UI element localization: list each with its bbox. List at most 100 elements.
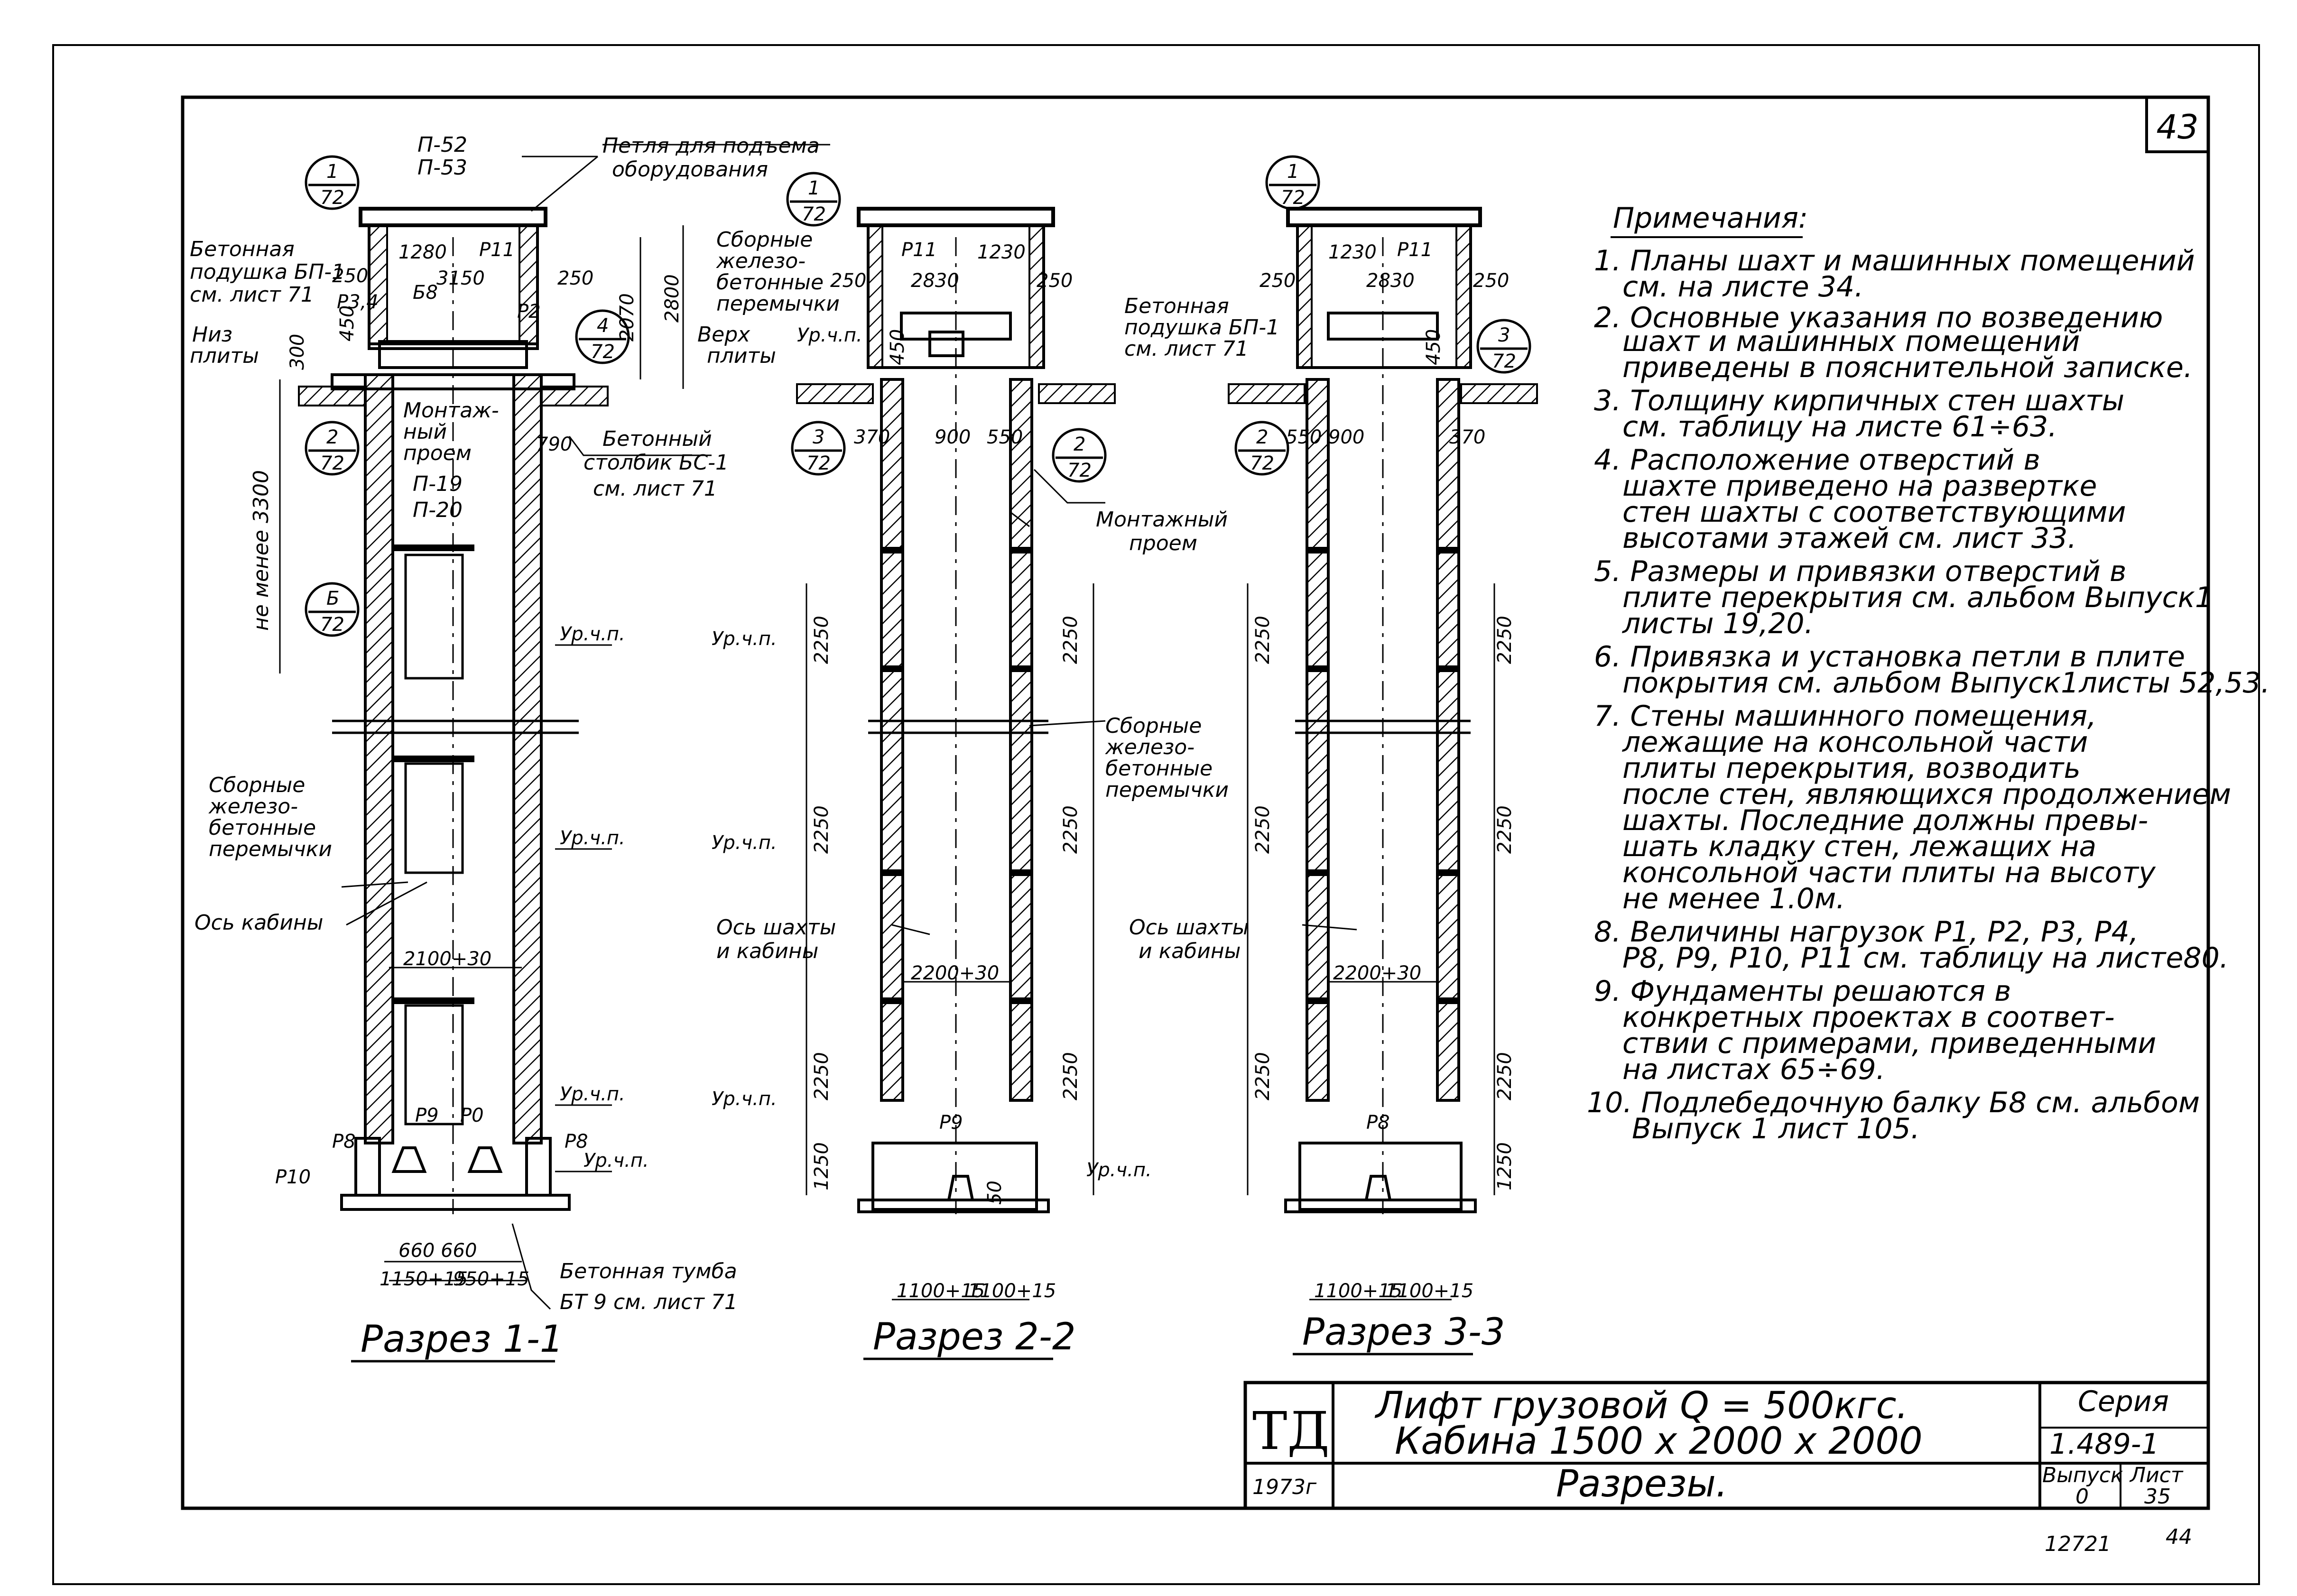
s2-dim-2200: 2200+30 bbox=[911, 962, 999, 984]
series-value: 1.489-1 bbox=[2049, 1428, 2159, 1461]
note-4-line-3: стен шахты с соответствующими bbox=[1622, 496, 2126, 529]
s2-dim-2250-b: 2250 bbox=[1060, 616, 1082, 664]
label-p8-right: P8 bbox=[565, 1131, 588, 1153]
s2-dim-450: 450 bbox=[887, 329, 908, 365]
note-7-line-3: плиты перекрытия, возводить bbox=[1622, 752, 2081, 785]
callout-b-num: Б bbox=[326, 588, 339, 609]
s3-callout-2-sheet: 72 bbox=[1250, 452, 1274, 474]
s3-dim-2250-a: 2250 bbox=[1252, 616, 1274, 664]
sheet-border bbox=[52, 44, 2260, 1585]
note-5-line-3: листы 19,20. bbox=[1622, 607, 1814, 640]
s2-lintels-top-2: железо- bbox=[716, 249, 806, 273]
section-3-3 bbox=[1228, 155, 1538, 1301]
label-pedestal-2: БТ 9 см. лист 71 bbox=[560, 1290, 738, 1314]
title-logo: ТД bbox=[1252, 1401, 1330, 1461]
notes-block: Примечания: 1. Планы шахт и машинных пом… bbox=[1587, 202, 2270, 1145]
note-2-line-2: шахт и машинных помещений bbox=[1622, 325, 2080, 358]
callout-2-num: 2 bbox=[326, 426, 338, 448]
s2-lintels-mid-4: перемычки bbox=[1105, 778, 1229, 802]
s2-label-p11: P11 bbox=[901, 239, 937, 261]
s3-dim-1100-a: 1100+15 bbox=[1314, 1280, 1402, 1302]
label-p19: П-19 bbox=[413, 472, 463, 496]
s2-dim-1230: 1230 bbox=[977, 241, 1026, 263]
section-1-1-title: Разрез 1-1 bbox=[361, 1318, 563, 1361]
note-2-line-3: приведены в пояснительной записке. bbox=[1622, 351, 2193, 384]
note-7-line-5: шахты. Последние должны превы- bbox=[1622, 804, 2148, 837]
callout-1-num-a: 1 bbox=[326, 161, 338, 183]
s2-montazh-1: Монтажный bbox=[1096, 507, 1228, 532]
s3-axis-1: Ось шахты bbox=[1129, 915, 1249, 940]
note-7-line-4: после стен, являющихся продолжением bbox=[1622, 778, 2231, 811]
callout-b-sheet: 72 bbox=[320, 614, 344, 636]
label-montazh-2: ный bbox=[403, 420, 447, 444]
s2-lintels-top-1: Сборные bbox=[716, 228, 813, 252]
s2-montazh-2: проем bbox=[1129, 531, 1197, 555]
note-5-line-2: плите перекрытия см. альбом Выпуск1 bbox=[1622, 581, 2213, 614]
s2-dim-550: 550 bbox=[987, 426, 1023, 448]
s3-dim-2250-d: 2250 bbox=[1494, 805, 1516, 854]
s3-dim-1250: 1250 bbox=[1494, 1142, 1516, 1190]
s2-dim-2250-e: 2250 bbox=[811, 1052, 833, 1100]
note-3-line-2: см. таблицу на листе 61÷63. bbox=[1622, 410, 2057, 443]
label-lintels-2: железо- bbox=[208, 794, 298, 819]
s3-dim-2830: 2830 bbox=[1366, 270, 1415, 292]
label-urchp-c: Ур.ч.п. bbox=[560, 1083, 625, 1105]
s2-dim-1100-b: 1100+15 bbox=[968, 1280, 1056, 1302]
s2-dim-2250-d: 2250 bbox=[1060, 805, 1082, 854]
note-2-line-1: 2. Основные указания по возведению bbox=[1594, 301, 2163, 334]
issue-value: 0 bbox=[2075, 1485, 2089, 1509]
callout-1-sheet-a: 72 bbox=[320, 187, 344, 209]
label-lintels-4: перемычки bbox=[209, 837, 332, 861]
note-9-line-4: на листах 65÷69. bbox=[1622, 1053, 1885, 1086]
s3-dim-2250-e: 2250 bbox=[1252, 1052, 1274, 1100]
s3-dim-2200: 2200+30 bbox=[1333, 962, 1421, 984]
shaft-wall-left-1 bbox=[364, 373, 394, 1144]
label-urchp-b: Ур.ч.п. bbox=[560, 827, 625, 849]
note-9-line-2: конкретных проектах в соответ- bbox=[1622, 1001, 2115, 1034]
note-6-line-1: 6. Привязка и установка петли в плите bbox=[1594, 640, 2185, 673]
note-7-line-2: лежащие на консольной части bbox=[1622, 726, 2088, 759]
label-b8: Б8 bbox=[413, 282, 438, 304]
label-p11: P11 bbox=[479, 239, 515, 261]
s2-callout-2-sheet: 72 bbox=[1067, 460, 1092, 481]
label-niz: Низ bbox=[192, 323, 232, 347]
dim-300: 300 bbox=[287, 334, 308, 370]
s3-callout-3-num: 3 bbox=[1498, 324, 1510, 346]
label-urchp-a: Ур.ч.п. bbox=[560, 623, 625, 645]
s2-dim-1100-a: 1100+15 bbox=[897, 1280, 985, 1302]
s3-dim-900: 900 bbox=[1328, 426, 1364, 448]
note-8-line-2: P8, P9, P10, P11 см. таблицу на листе80. bbox=[1622, 941, 2229, 975]
label-p8-left: P8 bbox=[332, 1131, 356, 1153]
label-p3p4: P3,4 bbox=[337, 291, 379, 313]
label-loop2: оборудования bbox=[612, 157, 768, 182]
s3-callout-1-num: 1 bbox=[1287, 161, 1299, 183]
s3-label-p11: P11 bbox=[1397, 239, 1433, 261]
label-column-2: столбик БС-1 bbox=[584, 451, 729, 475]
s2-urchp-a: Ур.ч.п. bbox=[712, 628, 777, 650]
callout-2-sheet: 72 bbox=[320, 452, 344, 474]
section-1-1-text: П-52 П-53 Петля для подъема оборудования… bbox=[190, 133, 826, 1363]
note-4-line-4: высотами этажей см. лист 33. bbox=[1622, 522, 2076, 555]
section-2-2-title: Разрез 2-2 bbox=[873, 1316, 1075, 1358]
dim-950: 950+15 bbox=[453, 1268, 529, 1290]
s2-axis-2: и кабины bbox=[716, 939, 818, 963]
footer-code: 12721 bbox=[2045, 1532, 2111, 1556]
notes-title: Примечания: bbox=[1613, 202, 1808, 235]
dim-2070: 2070 bbox=[616, 293, 638, 341]
note-6-line-2: покрытия см. альбом Выпуск1листы 52,53. bbox=[1622, 666, 2270, 700]
note-3-line-1: 3. Толщину кирпичных стен шахты bbox=[1594, 384, 2124, 417]
s3-dim-2250-c: 2250 bbox=[1252, 805, 1274, 854]
note-10-line-2: Выпуск 1 лист 105. bbox=[1632, 1112, 1920, 1145]
label-axis: Ось кабины bbox=[195, 911, 324, 935]
note-5-line-1: 5. Размеры и привязки отверстий в bbox=[1594, 555, 2126, 588]
s3-dim-250-a: 250 bbox=[1260, 270, 1296, 292]
note-1-line-1: 1. Планы шахт и машинных помещений bbox=[1594, 244, 2195, 277]
s3-dim-450: 450 bbox=[1423, 329, 1445, 365]
s2-dim-2250-a: 2250 bbox=[811, 616, 833, 664]
s2-urchp-d: Ур.ч.п. bbox=[1086, 1159, 1152, 1181]
s2-axis-1: Ось шахты bbox=[716, 915, 836, 940]
label-cushion-3: см. лист 71 bbox=[190, 283, 314, 307]
dim-2100: 2100+30 bbox=[403, 948, 491, 970]
s2-lintels-top-3: бетонные bbox=[716, 270, 824, 295]
s3-dim-1230: 1230 bbox=[1328, 241, 1377, 263]
